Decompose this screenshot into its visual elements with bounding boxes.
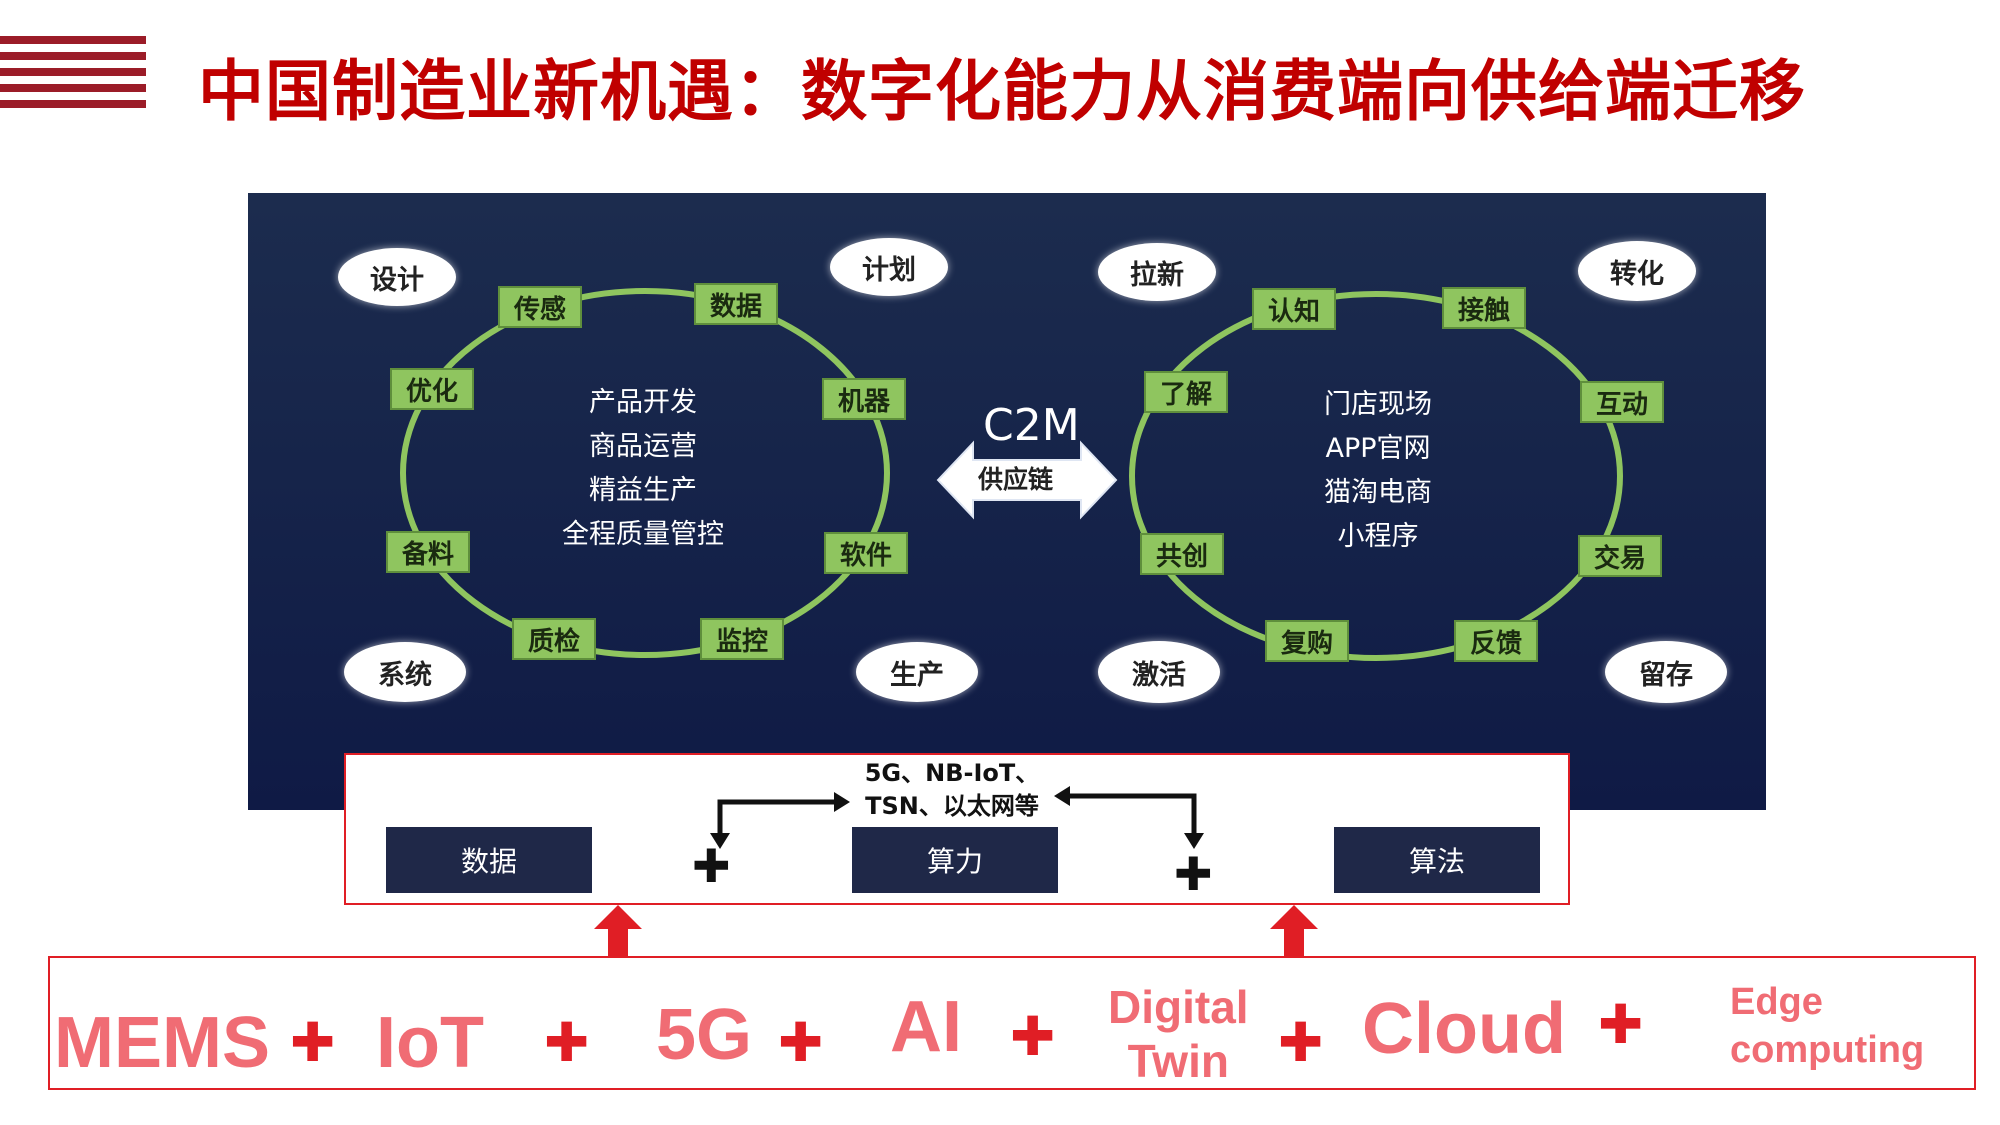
right-cycle-center: 门店现场 APP官网 猫淘电商 小程序: [1293, 383, 1463, 559]
double-arrow-icon: [936, 440, 1118, 520]
plus-icon: ✚: [1278, 1011, 1324, 1074]
plus-icon: ✚: [1010, 1005, 1056, 1068]
left-node-data: 数据: [694, 283, 778, 325]
header-stripe-2: [0, 52, 146, 60]
capabilities-box: 数据 算力 算法 5G、NB-IoT、 TSN、以太网等 ✚ ✚: [344, 753, 1570, 905]
left-center-line: 全程质量管控: [562, 519, 724, 550]
left-node-materials: 备料: [386, 531, 470, 573]
tech-ai: AI: [890, 987, 962, 1067]
left-center-line: 产品开发: [589, 387, 697, 418]
diagram-panel: 设计 计划 系统 生产 传感 数据 优化 机器 备料 软件 质检 监控 产品开发…: [248, 193, 1766, 810]
right-corner-activate: 激活: [1098, 641, 1220, 703]
tech-edge: Edge: [1730, 981, 1823, 1023]
page-title: 中国制造业新机遇：数字化能力从消费端向供给端迁移: [198, 53, 1806, 130]
c2m-label: C2M: [983, 400, 1080, 451]
right-corner-acquire: 拉新: [1098, 243, 1216, 301]
right-center-line: 门店现场: [1324, 389, 1432, 420]
plus-icon: ✚: [1174, 847, 1213, 901]
network-label-line: TSN、以太网等: [865, 792, 1039, 820]
plus-icon: ✚: [692, 839, 731, 893]
cycle-rings: [400, 288, 1623, 661]
right-node-interact: 互动: [1580, 381, 1664, 423]
header-stripe-1: [0, 36, 146, 44]
right-center-line: 小程序: [1337, 521, 1419, 552]
plus-icon: ✚: [1598, 993, 1644, 1056]
up-arrow-icon: [1270, 905, 1318, 957]
capability-data: 数据: [386, 827, 592, 893]
right-arrow-line: [1070, 793, 1197, 835]
header-stripe-3: [0, 68, 146, 76]
right-node-understand: 了解: [1144, 371, 1228, 413]
right-corner-convert: 转化: [1578, 241, 1696, 301]
tech-digital: Digital: [1108, 981, 1249, 1033]
tech-computing: computing: [1730, 1029, 1925, 1071]
right-node-feedback: 反馈: [1454, 620, 1538, 662]
up-arrow-icon: [594, 905, 642, 957]
plus-icon: ✚: [778, 1011, 824, 1074]
left-corner-system: 系统: [344, 642, 466, 702]
left-cycle-center: 产品开发 商品运营 精益生产 全程质量管控: [538, 381, 748, 557]
left-cycle-ring: [400, 288, 890, 658]
tech-iot: IoT: [376, 1003, 484, 1083]
right-node-repurchase: 复购: [1265, 620, 1349, 662]
left-node-optimize: 优化: [390, 368, 474, 410]
right-node-cocreate: 共创: [1140, 533, 1224, 575]
left-node-inspection: 质检: [512, 618, 596, 660]
left-corner-design: 设计: [338, 248, 456, 306]
network-label-line: 5G、NB-IoT、: [864, 759, 1040, 787]
technologies-box: MEMS ✚ IoT ✚ 5G ✚ AI ✚ Digital Twin ✚ Cl…: [48, 956, 1976, 1090]
left-corner-plan: 计划: [830, 238, 948, 296]
capability-algorithm: 算法: [1334, 827, 1540, 893]
tech-twin: Twin: [1127, 1035, 1229, 1087]
left-node-sensing: 传感: [498, 286, 582, 328]
tech-cloud: Cloud: [1362, 989, 1566, 1069]
right-center-line: 猫淘电商: [1324, 477, 1432, 508]
right-cycle-ring: [1129, 291, 1623, 661]
left-node-monitoring: 监控: [700, 618, 784, 660]
left-center-line: 精益生产: [589, 475, 697, 506]
right-center-line: APP官网: [1325, 433, 1431, 464]
right-corner-retain: 留存: [1605, 641, 1727, 703]
tech-mems: MEMS: [54, 1003, 270, 1083]
left-node-software: 软件: [824, 532, 908, 574]
left-arrow-line: [717, 799, 834, 835]
left-node-machine: 机器: [822, 378, 906, 420]
plus-icon: ✚: [544, 1011, 590, 1074]
left-center-line: 商品运营: [589, 431, 697, 462]
supply-chain-label: 供应链: [978, 465, 1054, 494]
tech-5g: 5G: [656, 995, 753, 1075]
tech-digital-twin: Digital Twin: [1108, 980, 1249, 1088]
right-node-cognition: 认知: [1252, 288, 1336, 330]
left-corner-production: 生产: [856, 642, 978, 702]
right-node-contact: 接触: [1442, 287, 1526, 329]
right-node-transaction: 交易: [1578, 535, 1662, 577]
network-label: 5G、NB-IoT、 TSN、以太网等: [832, 757, 1072, 823]
header-stripe-4: [0, 84, 146, 92]
plus-icon: ✚: [290, 1011, 336, 1074]
header-stripe-5: [0, 100, 146, 108]
capability-compute: 算力: [852, 827, 1058, 893]
tech-edge-computing: Edge computing: [1730, 978, 1924, 1074]
